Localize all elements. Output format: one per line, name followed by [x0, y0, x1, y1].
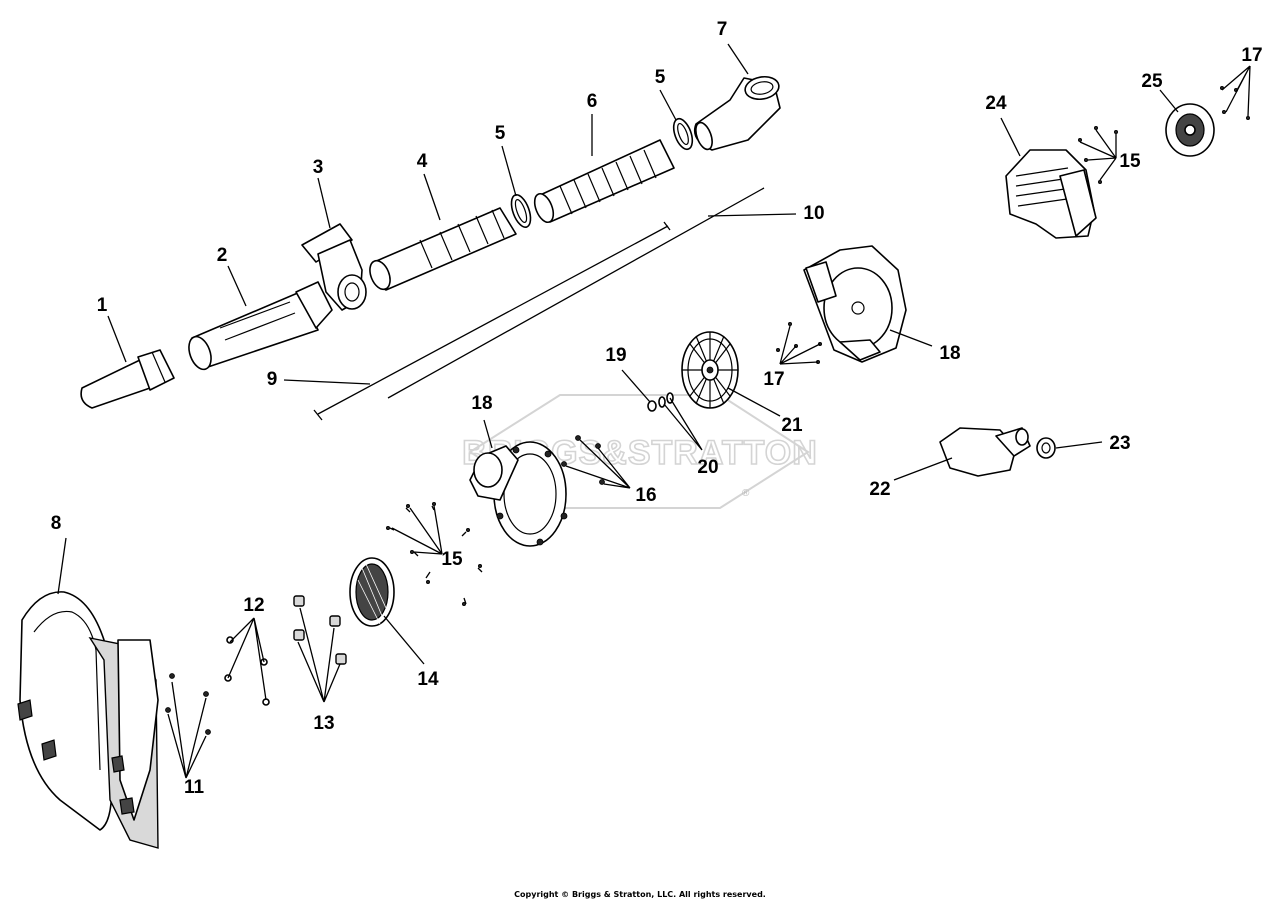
part-23-nut [1036, 437, 1056, 459]
part-5-clamp-right [672, 117, 694, 151]
part-8-backpack-frame [17, 591, 159, 849]
callout-6: 6 [587, 91, 598, 112]
callout-2: 2 [217, 245, 228, 266]
callout-22: 22 [869, 479, 890, 500]
callout-16: 16 [635, 485, 656, 506]
part-2-extension-tube [188, 281, 333, 371]
leader-lines [57, 43, 1251, 779]
part-18-fan-housing-rear [803, 245, 907, 363]
callout-19: 19 [605, 345, 626, 366]
part-18-fan-housing-front [469, 441, 568, 547]
callout-10: 10 [803, 203, 824, 224]
callout-20: 20 [697, 457, 718, 478]
callout-18-front: 18 [471, 393, 492, 414]
part-15-screws-center [385, 501, 483, 607]
part-11-nuts [165, 673, 211, 735]
part-24-engine-cover [1005, 149, 1097, 239]
callout-14: 14 [417, 669, 439, 690]
part-6-flex-hose [533, 139, 675, 224]
callout-15-engine: 15 [1119, 151, 1141, 172]
callout-9: 9 [267, 369, 278, 390]
callout-21: 21 [781, 415, 803, 436]
part-22-carburetor-assembly [939, 427, 1031, 477]
part-7-elbow [693, 75, 781, 151]
callout-4: 4 [417, 151, 428, 172]
callout-18-rear: 18 [939, 343, 960, 364]
callout-15-center: 15 [441, 549, 463, 570]
part-25-recoil-starter [1165, 103, 1215, 157]
part-9-throttle-cable [313, 221, 671, 421]
part-10-stop-cable [387, 187, 765, 399]
part-13-isolator-mounts [293, 595, 347, 665]
part-17-screws-engine [1220, 86, 1251, 121]
callout-8: 8 [51, 513, 62, 534]
watermark-registered-mark: ® [742, 488, 750, 499]
callout-12: 12 [243, 595, 264, 616]
part-3-throttle-handle [301, 223, 367, 311]
callout-23: 23 [1109, 433, 1130, 454]
callout-7: 7 [717, 19, 728, 40]
part-5-clamp-left [510, 193, 532, 229]
callout-17-housing: 17 [763, 369, 784, 390]
part-15-screws-engine [1078, 126, 1119, 184]
callout-5-right: 5 [655, 67, 666, 88]
callout-5-left: 5 [495, 123, 506, 144]
part-17-screws-housing [776, 321, 823, 364]
part-19-bolt [647, 400, 657, 412]
callout-1: 1 [97, 295, 108, 316]
part-14-intake-screen [349, 557, 395, 627]
callout-17-engine: 17 [1241, 45, 1262, 66]
callout-24: 24 [985, 93, 1007, 114]
callout-25: 25 [1141, 71, 1163, 92]
part-1-nozzle-tip [80, 349, 175, 409]
callout-labels: 1 2 3 4 5 5 6 7 8 9 10 11 12 13 14 15 15… [51, 19, 1263, 798]
part-4-straight-tube [369, 207, 517, 291]
part-21-impeller [681, 331, 739, 409]
callout-3: 3 [313, 157, 324, 178]
copyright-notice: Copyright © Briggs & Stratton, LLC. All … [514, 890, 766, 899]
callout-13: 13 [313, 713, 334, 734]
callout-11: 11 [184, 777, 205, 798]
part-16-screws [561, 435, 605, 485]
